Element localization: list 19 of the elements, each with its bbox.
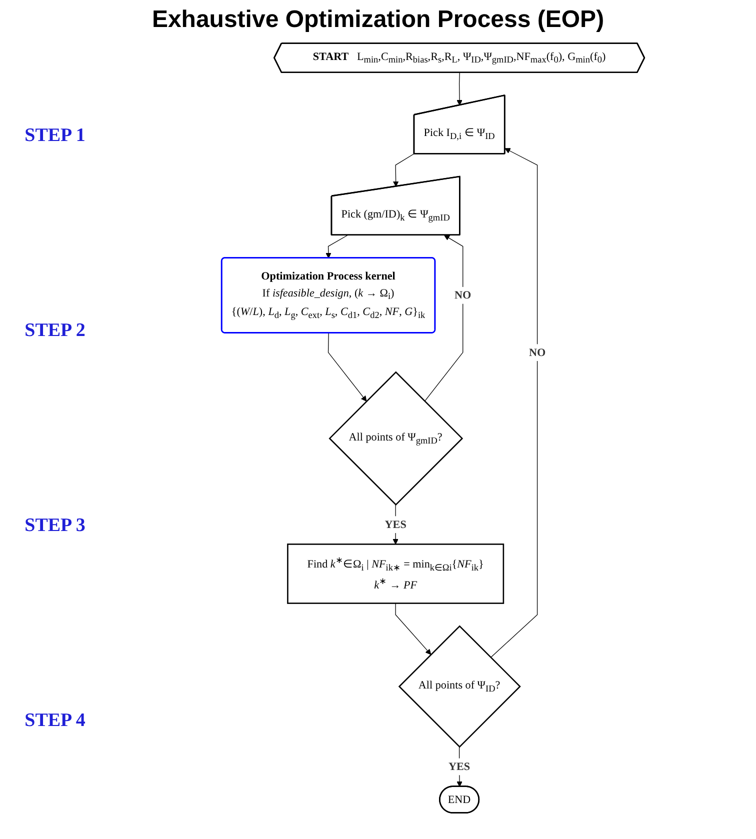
edge-label: NO — [528, 346, 546, 358]
step-label: STEP 1 — [24, 124, 86, 146]
step-label: STEP 4 — [24, 710, 86, 732]
step-label: STEP 2 — [24, 320, 86, 342]
edge-label: YES — [448, 760, 470, 773]
edge-label: NO — [454, 288, 472, 302]
arrow — [392, 153, 415, 187]
arrow — [490, 148, 538, 658]
arrow — [424, 234, 464, 402]
node-diamond: All points of Ψ$_{ID}$? — [398, 625, 521, 748]
arrow — [456, 72, 462, 106]
node-box: Find k$^{∗}$∈Ω$_{i}$ | NF$_{ik∗}$ = min$_{k∈Ωi}${NF$_{ik}$} k$^{∗}$ → PF — [287, 544, 504, 604]
arrow — [326, 234, 348, 258]
step-label: STEP 3 — [24, 514, 86, 536]
arrow — [395, 602, 432, 655]
diagram-title: Exhaustive Optimization Process (EOP) — [150, 6, 606, 34]
arrow — [328, 332, 367, 402]
edge-label: YES — [384, 518, 406, 531]
node-diamond: All points of Ψ$_{gmID}$? — [328, 371, 464, 506]
